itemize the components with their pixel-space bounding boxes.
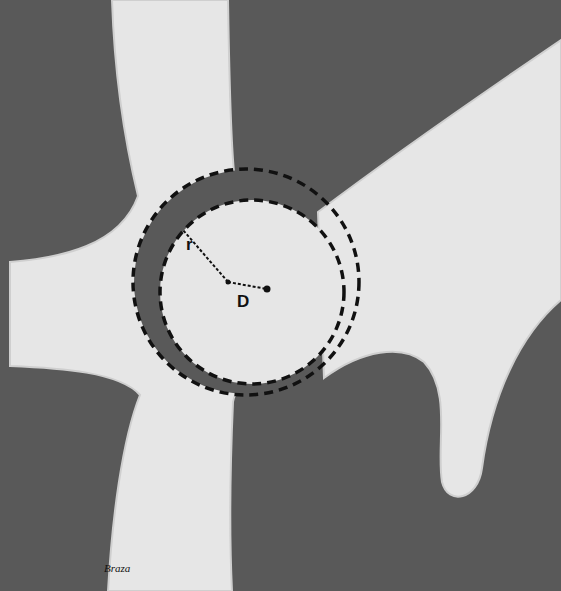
center-point — [264, 286, 271, 293]
femur-neck — [318, 40, 561, 497]
offset-line — [228, 282, 267, 289]
acetabulum-circle — [133, 169, 359, 395]
radius-label: r — [186, 236, 193, 253]
femoral-head — [160, 200, 344, 384]
offset-label: D — [237, 293, 249, 310]
center-point — [226, 280, 231, 285]
femoral-head-circle — [160, 200, 344, 384]
radius-line — [183, 230, 228, 282]
signature-watermark: Braza — [104, 563, 130, 574]
